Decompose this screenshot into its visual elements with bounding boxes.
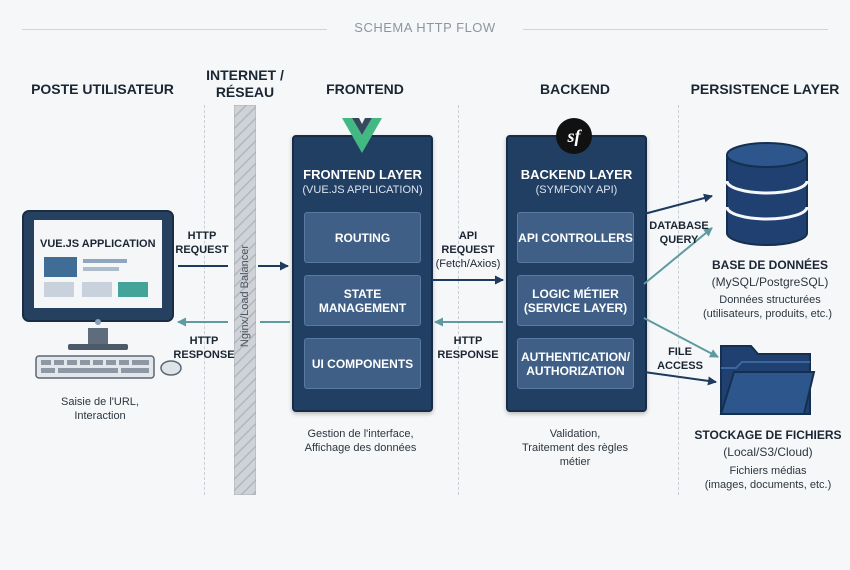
http-response-label-1: HTTP bbox=[189, 335, 219, 347]
file-access-label-2: ACCESS bbox=[657, 360, 703, 372]
storage-title: STOCKAGE DE FICHIERS bbox=[694, 428, 842, 442]
column-header-internet-1: INTERNET / bbox=[206, 67, 284, 83]
storage-desc-2: (images, documents, etc.) bbox=[704, 479, 832, 491]
database-icon bbox=[725, 142, 809, 246]
user-caption-2: Interaction bbox=[74, 410, 126, 422]
database-desc-2: (utilisateurs, produits, etc.) bbox=[703, 308, 832, 320]
frontend-caption-1: Gestion de l'interface, bbox=[307, 428, 414, 440]
backend-caption-3: métier bbox=[559, 456, 591, 468]
separator-3 bbox=[678, 105, 679, 495]
backend-layer-subtitle: (SYMFONY API) bbox=[535, 184, 618, 196]
db-query-arrow-back bbox=[643, 227, 713, 285]
frontend-module-routing-label: ROUTING bbox=[334, 230, 391, 245]
diagram-title: SCHEMA HTTP FLOW bbox=[354, 20, 496, 35]
file-access-arrow-out bbox=[643, 371, 717, 386]
db-query-arrow-out bbox=[643, 193, 713, 215]
load-balancer-hatch bbox=[234, 105, 256, 495]
frontend-caption-2: Affichage des données bbox=[304, 442, 417, 454]
database-subtitle: (MySQL/PostgreSQL) bbox=[711, 275, 829, 289]
backend-caption-2: Traitement des règles bbox=[522, 442, 628, 454]
http-request-label-1: HTTP bbox=[187, 230, 217, 242]
api-response-label-1: HTTP bbox=[453, 335, 483, 347]
file-access-arrow-back bbox=[643, 317, 719, 358]
separator-2 bbox=[458, 105, 459, 495]
backend-caption-1: Validation, bbox=[549, 428, 601, 440]
column-header-internet-2: RÉSEAU bbox=[215, 84, 275, 100]
backend-module-controllers: API CONTROLLERS bbox=[517, 212, 634, 263]
column-header-backend: BACKEND bbox=[540, 81, 610, 97]
backend-layer-title: BACKEND LAYER bbox=[520, 167, 633, 182]
frontend-layer-title: FRONTEND LAYER bbox=[303, 167, 422, 182]
backend-module-auth: AUTHENTICATION/AUTHORIZATION bbox=[517, 338, 634, 389]
column-header-user: POSTE UTILISATEUR bbox=[31, 81, 174, 97]
separator-1 bbox=[204, 105, 205, 495]
user-caption-1: Saisie de l'URL, bbox=[61, 396, 139, 408]
api-request-label-2: REQUEST bbox=[441, 244, 495, 256]
backend-module-logic-label: LOGIC MÉTIER(SERVICE LAYER) bbox=[523, 286, 628, 315]
symfony-logo-icon: sf bbox=[556, 118, 592, 154]
title-rule-right bbox=[523, 29, 828, 30]
database-desc-1: Données structurées bbox=[719, 294, 821, 306]
api-request-label-3: (Fetch/Axios) bbox=[435, 258, 501, 270]
vue-logo-icon bbox=[342, 118, 382, 153]
symfony-logo-letters: sf bbox=[567, 125, 581, 146]
folder-icon bbox=[719, 345, 816, 415]
db-query-label-2: QUERY bbox=[659, 234, 699, 246]
storage-desc-1: Fichiers médias bbox=[729, 465, 807, 477]
frontend-module-routing: ROUTING bbox=[304, 212, 421, 263]
db-query-label-1: DATABASE bbox=[649, 220, 709, 232]
http-response-label-2: RESPONSE bbox=[173, 349, 235, 361]
column-header-persistence: PERSISTENCE LAYER bbox=[690, 81, 840, 97]
api-response-label-2: RESPONSE bbox=[437, 349, 499, 361]
frontend-module-ui: UI COMPONENTS bbox=[304, 338, 421, 389]
backend-module-auth-label: AUTHENTICATION/AUTHORIZATION bbox=[520, 349, 631, 378]
frontend-module-ui-label: UI COMPONENTS bbox=[311, 356, 414, 371]
backend-module-controllers-label: API CONTROLLERS bbox=[518, 230, 633, 245]
frontend-layer-subtitle: (VUE.JS APPLICATION) bbox=[302, 184, 423, 196]
api-request-label-1: API bbox=[458, 230, 478, 242]
load-balancer-band: Nginx/Load Balancer bbox=[234, 105, 256, 495]
backend-module-logic: LOGIC MÉTIER(SERVICE LAYER) bbox=[517, 275, 634, 326]
column-header-frontend: FRONTEND bbox=[326, 81, 404, 97]
computer-icon bbox=[22, 210, 182, 379]
http-request-label-2: REQUEST bbox=[175, 244, 229, 256]
file-access-label-1: FILE bbox=[668, 346, 692, 358]
storage-subtitle: (Local/S3/Cloud) bbox=[723, 445, 813, 459]
title-rule-left bbox=[22, 29, 327, 30]
screen-app-label: VUE.JS APPLICATION bbox=[40, 238, 156, 250]
database-title: BASE DE DONNÉES bbox=[711, 258, 829, 272]
